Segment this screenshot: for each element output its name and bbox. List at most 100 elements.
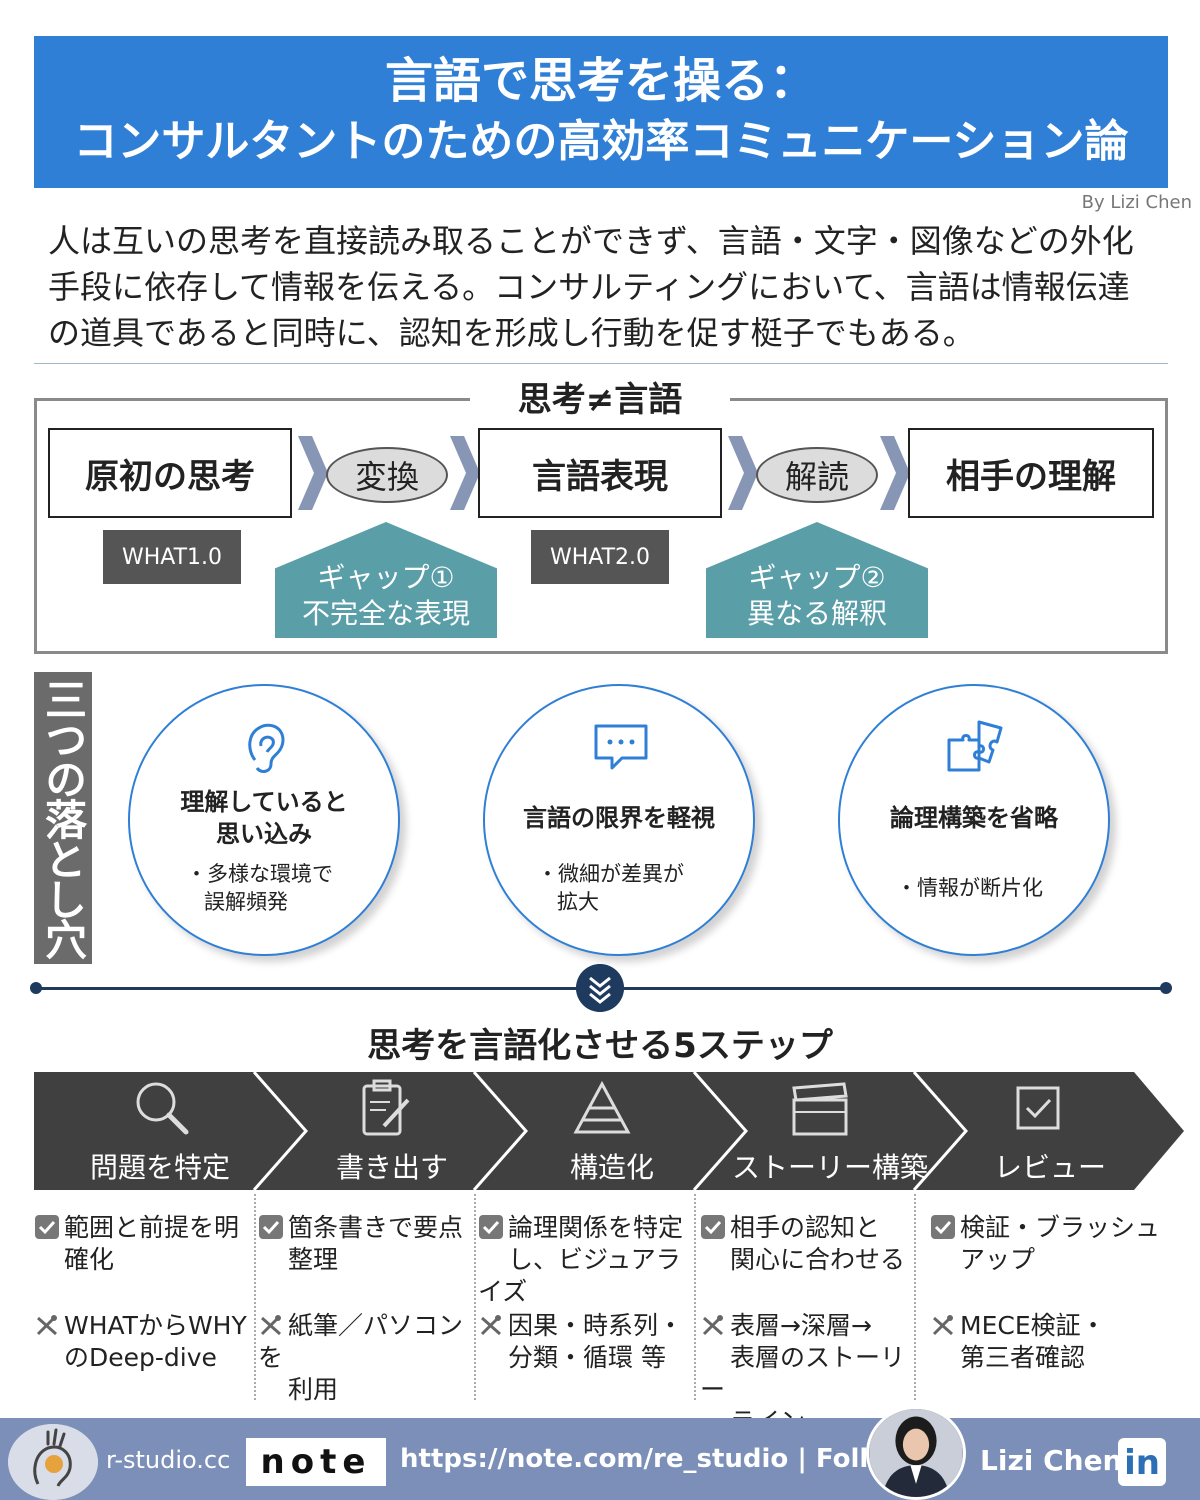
tools-icon — [480, 1315, 501, 1336]
step-tool-item: MECE検証・第三者確認 — [930, 1310, 1168, 1374]
step-tool-line: 表層のストーリー — [700, 1343, 906, 1404]
intro-line: 人は互いの思考を直接読み取ることができず、言語・文字・図像などの外化 — [48, 222, 1134, 260]
column-separator — [474, 1194, 476, 1400]
chevron-right-icon — [880, 436, 910, 510]
clapperboard-icon — [792, 1082, 848, 1136]
chevron-right-icon — [450, 436, 480, 510]
ear-icon — [248, 723, 285, 773]
column-separator — [254, 1194, 256, 1400]
pitfall-bullet: ・情報が断片化 — [896, 876, 1043, 900]
clipboard-icon — [362, 1079, 410, 1136]
pitfall-bullet: 誤解頻発 — [204, 890, 288, 914]
step-tool-line: 利用 — [288, 1375, 339, 1404]
step-check-item: 箇条書きで要点整理 — [258, 1212, 472, 1276]
checkbox-checked-icon — [701, 1215, 725, 1239]
divider-dot — [1160, 982, 1172, 994]
decoding-oval: 解読 — [756, 447, 878, 503]
author-name: Lizi Chen — [980, 1444, 1123, 1477]
column-separator — [694, 1194, 696, 1400]
step-tool-line: 第三者確認 — [960, 1343, 1086, 1372]
pyramid-icon — [573, 1080, 631, 1134]
step-tool-line: 分類・循環 等 — [508, 1343, 666, 1372]
title-line-2: コンサルタントのための高効率コミュニケーション論 — [73, 116, 1129, 167]
gap-diagram-title: 思考≠言語 — [470, 378, 730, 422]
step-check-line: 整理 — [288, 1245, 339, 1274]
checkbox-icon — [1016, 1086, 1060, 1130]
gap-1-desc: 不完全な表現 — [301, 597, 470, 630]
step-tool-line: MECE検証・ — [960, 1311, 1106, 1340]
checkbox-checked-icon — [259, 1215, 283, 1239]
step-tool-line: 紙筆／パソコンを — [258, 1311, 464, 1372]
step-label: レビュー — [993, 1151, 1106, 1184]
chevron-right-icon — [298, 436, 328, 510]
language-expression-box: 言語表現 — [478, 428, 722, 518]
what2-tag: WHAT2.0 — [531, 530, 669, 584]
step-check-line: 論理関係を特定 — [508, 1213, 684, 1242]
double-chevron-down-icon — [576, 964, 624, 1012]
pitfall-title: 思い込み — [216, 820, 312, 848]
checkbox-checked-icon — [931, 1215, 955, 1239]
brain-hand-logo-icon — [8, 1424, 98, 1500]
pitfall-bullet: ・微細が差異が — [537, 862, 684, 886]
step-check-line: 確化 — [64, 1245, 115, 1274]
pitfall-title: 言語の限界を軽視 — [523, 804, 715, 832]
tools-icon — [932, 1315, 953, 1336]
checkbox-checked-icon — [479, 1215, 503, 1239]
step-check-line: 範囲と前提を明 — [64, 1213, 240, 1242]
column-separator — [914, 1194, 916, 1400]
footer-url-link[interactable]: https://note.com/re_studio | Follow — [400, 1444, 911, 1474]
title-banner: 言語で思考を操る： コンサルタントのための高効率コミュニケーション論 — [34, 36, 1168, 188]
step-check-line: 検証・ブラッシュ — [960, 1213, 1161, 1242]
pitfall-bullet: ・多様な環境で — [186, 862, 333, 886]
step-tool-item: 紙筆／パソコンを利用 — [258, 1310, 472, 1406]
step-tool-item: 因果・時系列・分類・循環 等 — [478, 1310, 692, 1374]
step-check-item: 検証・ブラッシュアップ — [930, 1212, 1168, 1276]
step-check-line: アップ — [960, 1245, 1036, 1274]
chat-bubble-icon — [594, 724, 648, 770]
what1-tag: WHAT1.0 — [103, 530, 241, 584]
pitfall-title: 理解していると — [180, 788, 348, 816]
pitfalls-label: 三つの落とし穴 — [34, 672, 92, 964]
step-label: 書き出す — [335, 1151, 448, 1184]
gap-2-title: ギャップ② — [748, 561, 886, 594]
tools-icon — [260, 1315, 281, 1336]
steps-title: 思考を言語化させる5ステップ — [367, 1026, 833, 1066]
checkbox-checked-icon — [35, 1215, 59, 1239]
pitfall-card-skip-logic: 論理構築を省略 ・情報が断片化 — [838, 684, 1110, 956]
step-tool-line: のDeep-dive — [64, 1343, 217, 1372]
gap-1-title: ギャップ① — [317, 561, 455, 594]
puzzle-icon — [947, 720, 1003, 772]
divider-dot — [30, 982, 42, 994]
title-line-1: 言語で思考を操る： — [384, 53, 817, 109]
tools-icon — [36, 1315, 57, 1336]
original-thought-box: 原初の思考 — [48, 428, 292, 518]
intro-line: 手段に依存して情報を伝える。コンサルティングにおいて、言語は情報伝達 — [48, 268, 1130, 306]
step-check-line: 相手の認知と — [730, 1213, 881, 1242]
footer-bar — [0, 1418, 1200, 1500]
intro-paragraph: 人は互いの思考を直接読み取ることができず、言語・文字・図像などの外化 手段に依存… — [48, 218, 1158, 356]
pitfall-bullet: 拡大 — [557, 890, 599, 914]
partner-understanding-box: 相手の理解 — [908, 428, 1154, 518]
pitfall-card-assumption: 理解していると 思い込み ・多様な環境で 誤解頻発 — [128, 684, 400, 956]
step-tool-line: WHATからWHY — [64, 1311, 247, 1340]
step-label: 問題を特定 — [89, 1151, 230, 1184]
step-check-item: 論理関係を特定し、ビジュアライズ — [478, 1212, 692, 1308]
step-check-line: 箇条書きで要点 — [288, 1213, 464, 1242]
footer-site-link[interactable]: r-studio.cc — [106, 1446, 231, 1474]
linkedin-icon[interactable]: in — [1118, 1438, 1166, 1486]
step-tool-line: 表層→深層→ — [730, 1311, 872, 1340]
step-tool-line: 因果・時系列・ — [508, 1311, 684, 1340]
step-check-item: 相手の認知と関心に合わせる — [700, 1212, 912, 1276]
step-label: 構造化 — [569, 1151, 654, 1184]
section-divider — [34, 363, 1168, 364]
intro-line: の道具であると同時に、認知を形成し行動を促す梃子でもある。 — [48, 314, 975, 352]
author-avatar — [866, 1406, 966, 1500]
step-check-item: 範囲と前提を明確化 — [34, 1212, 252, 1276]
note-logo[interactable]: note — [246, 1438, 386, 1486]
gap-1-label: ギャップ① 不完全な表現 — [275, 522, 497, 638]
pitfall-title: 論理構築を省略 — [890, 804, 1058, 832]
gap-2-desc: 異なる解釈 — [746, 597, 887, 630]
step-label: ストーリー構築 — [731, 1151, 928, 1184]
chevron-right-icon — [728, 436, 758, 510]
step-check-line: 関心に合わせる — [730, 1245, 906, 1274]
